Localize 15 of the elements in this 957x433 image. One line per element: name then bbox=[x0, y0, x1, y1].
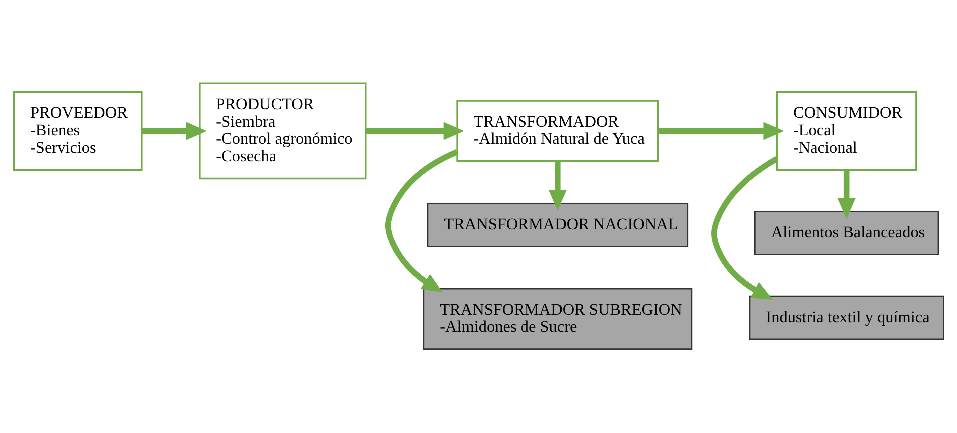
arrow bbox=[658, 122, 784, 140]
node-box: TRANSFORMADOR SUBREGION -Almidones de Sucre bbox=[422, 288, 692, 350]
node-box: Alimentos Balanceados bbox=[754, 211, 939, 256]
node-box: CONSUMIDOR -Local -Nacional bbox=[776, 91, 917, 171]
node-box: PRODUCTOR -Siembra -Control agronómico -Cosecha bbox=[198, 82, 366, 180]
node-box: PROVEEDOR -Bienes -Servicios bbox=[12, 91, 142, 171]
node-box: TRANSFORMADOR NACIONAL bbox=[426, 203, 688, 248]
node-box: TRANSFORMADOR -Almidón Natural de Yuca bbox=[456, 100, 659, 162]
arrow bbox=[385, 150, 458, 293]
arrow bbox=[711, 156, 778, 300]
arrow bbox=[142, 122, 207, 140]
node-box: Industria textil y química bbox=[748, 296, 944, 340]
arrow bbox=[365, 122, 464, 140]
arrow bbox=[548, 162, 566, 211]
arrow bbox=[837, 170, 856, 220]
